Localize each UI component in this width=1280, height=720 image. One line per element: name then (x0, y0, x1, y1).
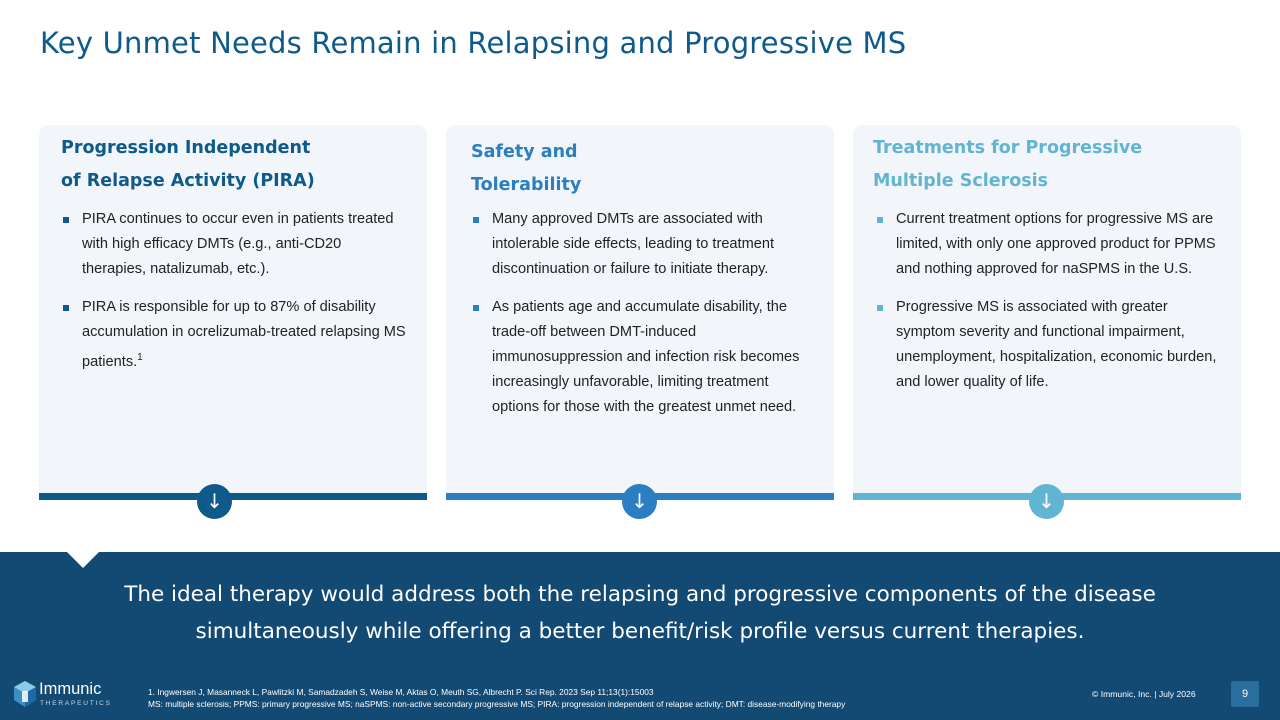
logo-subtitle: THERAPEUTICS (40, 700, 112, 707)
bullet-text: Many approved DMTs are associated with i… (492, 211, 775, 277)
card-heading-line1: Progression Independent (61, 138, 311, 158)
footnotes: 1. Ingwersen J, Masanneck L, Pawlitzki M… (148, 686, 1048, 710)
card-heading-line2: Tolerability (471, 175, 582, 195)
arrow-down-icon: ↓ (197, 484, 232, 519)
card-heading: Progression Independent of Relapse Activ… (61, 132, 361, 198)
company-logo: Immunic THERAPEUTICS (12, 680, 122, 712)
logo-name: Immunic (39, 680, 102, 698)
page-number: 9 (1231, 681, 1259, 707)
list-item: PIRA is responsible for up to 87% of dis… (61, 295, 406, 375)
square-bullet-icon (63, 217, 69, 223)
bullet-list: Many approved DMTs are associated with i… (471, 207, 816, 433)
footnote-marker: 1 (137, 352, 143, 363)
banner-notch (67, 552, 99, 568)
footer (0, 682, 1280, 720)
card-heading-line1: Treatments for Progressive (873, 138, 1143, 158)
bullet-list: PIRA continues to occur even in patients… (61, 207, 406, 388)
bullet-text: PIRA continues to occur even in patients… (82, 211, 394, 277)
list-item: Progressive MS is associated with greate… (875, 295, 1220, 395)
bullet-text: Progressive MS is associated with greate… (896, 299, 1217, 390)
card-heading-line2: of Relapse Activity (PIRA) (61, 171, 315, 191)
bullet-text: Current treatment options for progressiv… (896, 211, 1216, 277)
arrow-down-icon: ↓ (1029, 484, 1064, 519)
card-accent-bar (39, 493, 427, 500)
card-pira: Progression Independent of Relapse Activ… (39, 125, 427, 495)
banner-text: The ideal therapy would address both the… (124, 582, 1156, 644)
slide-title: Key Unmet Needs Remain in Relapsing and … (40, 26, 907, 60)
conclusion-banner (0, 552, 1280, 682)
list-item: Current treatment options for progressiv… (875, 207, 1220, 282)
arrow-down-icon: ↓ (622, 484, 657, 519)
square-bullet-icon (63, 305, 69, 311)
logo-mark-icon (14, 681, 36, 707)
card-progressive: Treatments for Progressive Multiple Scle… (853, 125, 1241, 495)
square-bullet-icon (473, 217, 479, 223)
square-bullet-icon (877, 305, 883, 311)
list-item: As patients age and accumulate disabilit… (471, 295, 816, 420)
bullet-text: As patients age and accumulate disabilit… (492, 299, 800, 415)
square-bullet-icon (877, 217, 883, 223)
card-safety: Safety and Tolerability Many approved DM… (446, 125, 834, 495)
card-heading: Safety and Tolerability (471, 136, 771, 202)
card-heading-line2: Multiple Sclerosis (873, 171, 1049, 191)
card-heading: Treatments for Progressive Multiple Scle… (873, 132, 1173, 198)
square-bullet-icon (473, 305, 479, 311)
bullet-list: Current treatment options for progressiv… (875, 207, 1220, 408)
list-item: PIRA continues to occur even in patients… (61, 207, 406, 282)
footnote-abbreviations: MS: multiple sclerosis; PPMS: primary pr… (148, 699, 846, 709)
footnote-reference: 1. Ingwersen J, Masanneck L, Pawlitzki M… (148, 687, 654, 697)
card-heading-line1: Safety and (471, 142, 578, 162)
copyright: © Immunic, Inc. | July 2026 (1092, 689, 1196, 699)
list-item: Many approved DMTs are associated with i… (471, 207, 816, 282)
bullet-text: PIRA is responsible for up to 87% of dis… (82, 299, 406, 370)
